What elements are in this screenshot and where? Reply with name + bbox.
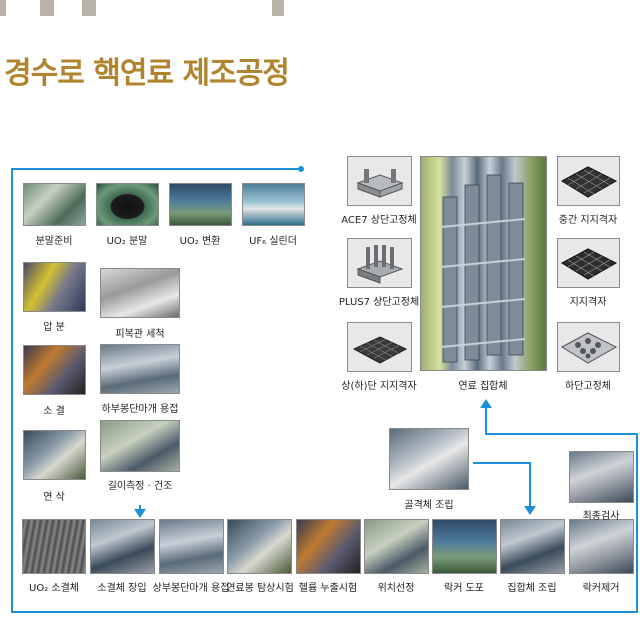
photo-lower-endplug-weld [100,344,180,394]
photo-rod-inspection [227,519,292,574]
photo-pellet-loading [90,519,155,574]
photo-sintering [23,345,86,395]
label-pressing: 압 분 [43,322,65,333]
page-title: 경수로 핵연료 제조공정 [4,56,290,91]
photo-helium-leak [296,519,361,574]
header-tab-4 [272,0,284,16]
photo-uo2-pellet [22,519,86,574]
label-lacquer-remove: 락커제거 [582,583,620,594]
label-final-inspection: 최종검사 [582,511,620,522]
label-top-bottom-grid: 상(하)단 지지격자 [341,381,417,392]
photo-grinding [23,430,86,480]
arrow-head-fuel-assembly [480,399,492,408]
ace7-nozzle-drawing [356,169,404,198]
plus7-nozzle-drawing [356,245,404,284]
arrow-to-assembly-line [473,462,531,508]
photo-upper-endplug-weld [159,519,224,574]
label-lower-endplug-weld: 하부봉단마개 용접 [101,404,179,415]
flow-start-dot [298,166,304,172]
photo-position-select [364,519,429,574]
photo-mid-grid [557,156,620,206]
photo-pressing [23,262,86,312]
photo-assembly [500,519,565,574]
label-skeleton-assembly: 골격체 조립 [404,500,454,511]
label-grinding: 연 삭 [43,492,65,503]
photo-ace7-top-nozzle [347,156,412,206]
photo-uo2-powder [96,183,159,226]
top-bottom-grid-drawing [352,336,408,364]
main-flow-line [11,168,638,613]
label-powder-prep: 분말준비 [35,236,73,247]
photo-cladding-cleaning [100,268,180,318]
label-upper-endplug-weld: 상부봉단마개 용접 [152,583,230,594]
spacer-grid-drawing [560,248,618,280]
fuel-assembly-drawing [440,174,526,363]
photo-bottom-nozzle [557,322,620,372]
label-bottom-nozzle: 하단고정체 [565,381,611,392]
label-plus7-top-nozzle: PLUS7 상단고정체 [338,297,420,308]
photo-fuel-assembly [420,156,547,371]
photo-skeleton-assembly [389,428,469,490]
label-uf6-cylinder: UF₆ 실린더 [249,236,297,247]
mid-grid-drawing [560,166,618,198]
photo-uf6-cylinder [242,183,305,226]
label-uo2-powder: UO₂ 분말 [106,236,148,247]
bottom-nozzle-drawing [560,332,618,364]
photo-plus7-top-nozzle [347,238,412,288]
header-tab-2 [40,0,54,16]
label-assembly: 집합체 조립 [507,583,557,594]
photo-top-bottom-grid [347,322,412,372]
photo-lacquer-remove [569,519,634,574]
label-sintering: 소 결 [43,406,65,417]
label-helium-leak: 헬륨 누출시험 [298,583,358,594]
label-fuel-assembly: 연료 집합체 [458,381,508,392]
header-tab-3 [82,0,96,16]
header-tab-1 [0,0,6,16]
label-lacquer-coat: 락커 도포 [444,583,484,594]
label-uo2-pellet: UO₂ 소결체 [29,583,79,594]
label-cladding-cleaning: 피복관 세척 [115,329,165,340]
arrow-head-loading [134,509,146,518]
label-pellet-loading: 소결체 장입 [97,583,147,594]
photo-powder-prep [23,183,86,226]
photo-uo2-conversion [169,183,232,226]
label-rod-inspection: 연료봉 탐상시험 [226,583,294,594]
photo-final-inspection [569,451,634,503]
label-length-dry: 길이측정 · 건조 [107,481,173,492]
photo-length-dry [100,420,180,472]
label-spacer-grid: 지지격자 [569,297,607,308]
photo-spacer-grid [557,238,620,288]
label-ace7-top-nozzle: ACE7 상단고정체 [341,215,417,226]
label-uo2-conversion: UO₂ 변환 [179,236,221,247]
arrow-head-assembly [524,506,536,515]
photo-lacquer-coat [432,519,497,574]
label-position-select: 위치선정 [377,583,415,594]
label-mid-grid: 중간 지지격자 [558,215,618,226]
